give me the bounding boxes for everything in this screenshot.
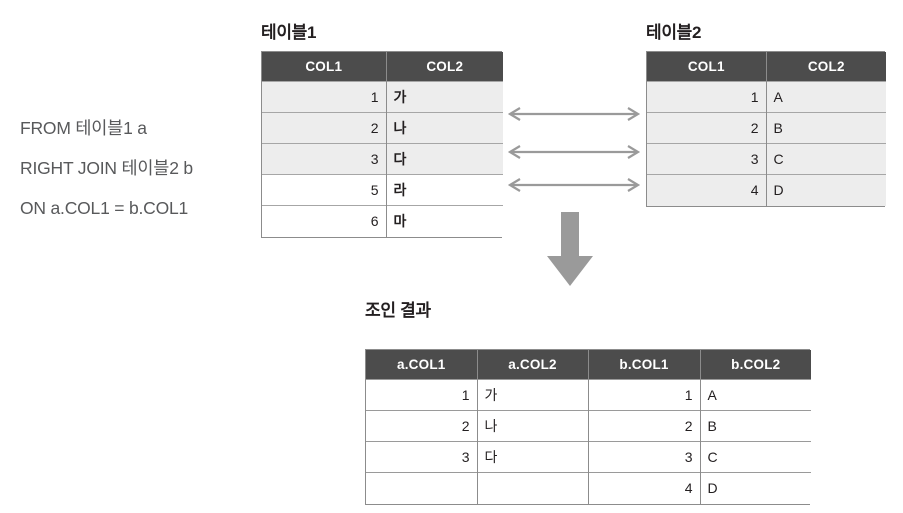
cell-b-col1: 3: [588, 441, 701, 473]
cell-a-col1: [366, 472, 478, 504]
right-table-title: 테이블2: [646, 23, 702, 42]
cell-b-col2: B: [700, 410, 811, 442]
cell-col2: 라: [386, 174, 503, 206]
result-table-header-b-col2: b.COL2: [700, 350, 811, 380]
result-table-header-row: a.COL1 a.COL2 b.COL1 b.COL2: [366, 350, 811, 380]
cell-col1: 3: [262, 143, 387, 175]
right-table-header-row: COL1 COL2: [647, 52, 886, 82]
sql-statement: FROM 테이블1 a RIGHT JOIN 테이블2 b ON a.COL1 …: [20, 108, 255, 228]
cell-b-col1: 1: [588, 379, 701, 411]
cell-a-col2: 나: [477, 410, 589, 442]
right-table-header-col1: COL1: [647, 52, 767, 82]
cell-col2: A: [766, 81, 886, 113]
left-table-header-col2: COL2: [386, 52, 503, 82]
cell-a-col1: 2: [366, 410, 478, 442]
sql-line-from: FROM 테이블1 a: [20, 118, 147, 138]
result-table-header-a-col2: a.COL2: [477, 350, 589, 380]
result-table-title: 조인 결과: [365, 301, 431, 320]
left-table-header-col1: COL1: [262, 52, 387, 82]
left-table-title: 테이블1: [261, 23, 317, 42]
downward-flow-arrow: [547, 212, 593, 286]
cell-col2: 마: [386, 205, 503, 237]
cell-col1: 1: [262, 81, 387, 113]
cell-col2: C: [766, 143, 886, 175]
cell-b-col2: D: [700, 472, 811, 504]
cell-col2: 다: [386, 143, 503, 175]
result-table-header-b-col1: b.COL1: [588, 350, 701, 380]
sql-line-on: ON a.COL1 = b.COL1: [20, 198, 189, 218]
cell-a-col2: [477, 472, 589, 504]
left-table-header-row: COL1 COL2: [262, 52, 503, 82]
cell-col2: B: [766, 112, 886, 144]
right-table-header-col2: COL2: [766, 52, 886, 82]
cell-col1: 1: [647, 81, 767, 113]
cell-col1: 6: [262, 205, 387, 237]
cell-a-col1: 3: [366, 441, 478, 473]
result-table-header-a-col1: a.COL1: [366, 350, 478, 380]
cell-a-col2: 다: [477, 441, 589, 473]
sql-line-join: RIGHT JOIN 테이블2 b: [20, 158, 193, 178]
cell-col1: 4: [647, 174, 767, 206]
cell-col2: 가: [386, 81, 503, 113]
cell-col2: D: [766, 174, 886, 206]
cell-col1: 2: [647, 112, 767, 144]
cell-col1: 2: [262, 112, 387, 144]
cell-b-col1: 2: [588, 410, 701, 442]
bidirectional-match-arrow-2: [507, 145, 641, 159]
bidirectional-match-arrow-1: [507, 107, 641, 121]
bidirectional-match-arrow-3: [507, 178, 641, 192]
cell-a-col2: 가: [477, 379, 589, 411]
cell-col1: 5: [262, 174, 387, 206]
cell-col2: 나: [386, 112, 503, 144]
cell-b-col2: C: [700, 441, 811, 473]
cell-a-col1: 1: [366, 379, 478, 411]
cell-b-col2: A: [700, 379, 811, 411]
cell-col1: 3: [647, 143, 767, 175]
cell-b-col1: 4: [588, 472, 701, 504]
